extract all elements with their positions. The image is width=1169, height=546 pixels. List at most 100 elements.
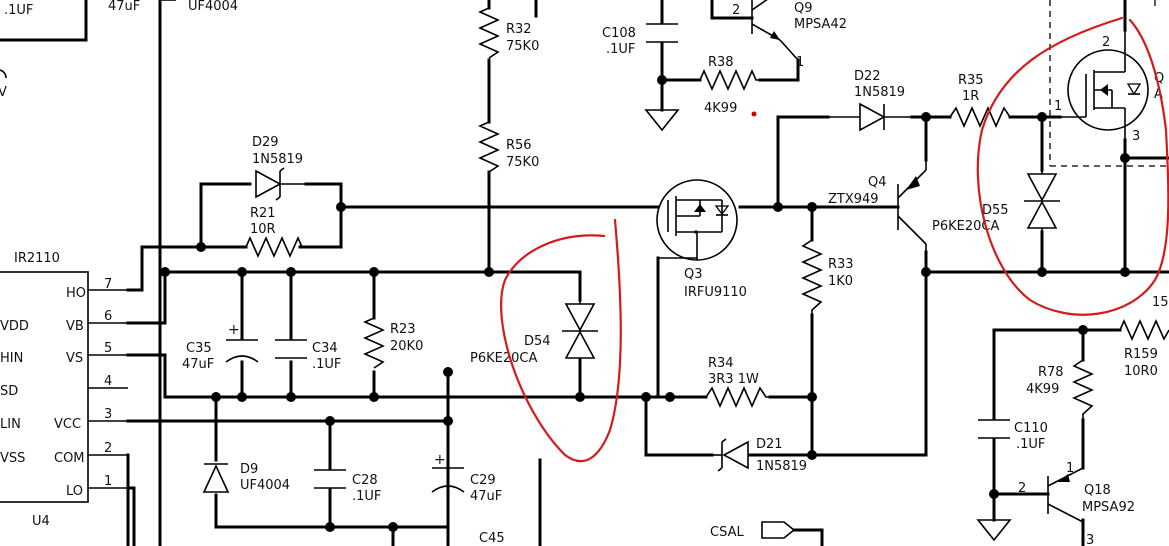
ic-pin-vb: VB [66, 319, 84, 334]
ground-symbol-c108 [644, 109, 680, 132]
c108-ref: C108 [602, 26, 636, 41]
svg-text:+: + [434, 452, 446, 468]
d29-ref: D29 [252, 135, 279, 150]
tvs-d55: D55 P6KE20CA [932, 170, 1060, 234]
d9-part: UF4004 [240, 478, 290, 493]
q-right-pin1: 1 [1054, 99, 1062, 114]
resistor-r32: R32 75K0 [478, 7, 539, 59]
ic-pinnum-4: 4 [104, 374, 112, 389]
ic-pin-com: COM [54, 451, 85, 466]
c35-val: 47uF [182, 357, 214, 372]
ic-pinnum-1: 1 [104, 474, 112, 489]
diode-d21: D21 1N5819 [712, 437, 807, 474]
ic-pin-sd: SD [0, 384, 18, 399]
c45-ref: C45 [479, 531, 505, 546]
ic-pin-vss: VSS [0, 451, 25, 466]
r159-ref: R159 [1124, 347, 1158, 362]
resistor-r38: R38 4K99 [699, 55, 760, 116]
capacitor-c110: C110 .1UF [978, 419, 1048, 452]
c110-val: .1UF [1016, 437, 1045, 452]
r21-val: 10R [250, 222, 276, 237]
d54-part: P6KE20CA [470, 351, 537, 366]
ic-pinnum-2: 2 [104, 441, 112, 456]
d29-part: 1N5819 [252, 152, 303, 167]
svg-text:+: + [228, 322, 240, 338]
c28-val: .1UF [352, 489, 381, 504]
r56-ref: R56 [506, 138, 532, 153]
ic-u4-ir2110: IR2110 U4 HO VB VS VDD HIN SD LIN VCC VS… [0, 251, 128, 529]
r23-ref: R23 [390, 322, 416, 337]
d21-part: 1N5819 [756, 459, 807, 474]
d9-ref: D9 [240, 462, 258, 477]
ic-pinnum-6: 6 [104, 309, 112, 324]
r35-ref: R35 [958, 73, 984, 88]
net-label-csal: CSAL [710, 521, 796, 540]
c108-val: .1UF [606, 42, 635, 57]
d22-part: 1N5819 [854, 85, 905, 100]
red-annotations [500, 16, 1169, 463]
r21-ref: R21 [250, 206, 276, 221]
ic-pin-ho: HO [66, 286, 86, 301]
q-right-pin3: 3 [1132, 129, 1140, 144]
c29-ref: C29 [470, 473, 496, 488]
d22-ref: D22 [854, 69, 881, 84]
r56-val: 75K0 [506, 155, 539, 170]
ic-pin-vcc: VCC [54, 417, 81, 432]
c35-ref: C35 [186, 341, 212, 356]
ic-pin-hin: HIN [0, 351, 23, 366]
d21-ref: D21 [756, 437, 783, 452]
capacitor-c108: C108 .1UF [602, 23, 678, 57]
d-top-value: 47uF [108, 0, 140, 14]
q18-pin3: 3 [1086, 533, 1094, 546]
capacitor-c29: + C29 47uF [431, 452, 502, 504]
ic-pin-lin: LIN [0, 417, 21, 432]
mosfet-q3: Q3 IRFU9110 [656, 179, 747, 300]
q4-ref: Q4 [868, 175, 887, 190]
resistor-r78: R78 4K99 [1026, 359, 1094, 420]
diode-d22: D22 1N5819 [854, 69, 912, 132]
r78-val: 4K99 [1026, 382, 1059, 397]
transistor-q18: 2 1 3 Q18 MPSA92 [1018, 461, 1135, 546]
resistor-r23: R23 20K0 [363, 317, 423, 369]
resistor-r21: R21 10R [245, 206, 303, 258]
q-right-pin2: 2 [1102, 35, 1110, 50]
q18-ref: Q18 [1084, 483, 1111, 498]
left-v-label: V [0, 85, 7, 100]
r78-ref: R78 [1038, 365, 1064, 380]
mosfet-q-right: 1 2 3 Q A [1054, 30, 1164, 144]
q9-pin2: 2 [732, 3, 740, 18]
r33-val: 1K0 [828, 274, 853, 289]
r23-val: 20K0 [390, 339, 423, 354]
ic-pinnum-5: 5 [104, 341, 112, 356]
ground-symbol-c110 [976, 519, 1012, 542]
capacitor-c34: C34 .1UF [275, 339, 341, 372]
resistor-r56: R56 75K0 [478, 121, 539, 173]
resistor-r34: R34 3R3 1W [705, 356, 770, 408]
r32-val: 75K0 [506, 39, 539, 54]
c110-ref: C110 [1014, 421, 1048, 436]
r-right-val: 15 [1152, 295, 1169, 310]
c34-val: .1UF [312, 357, 341, 372]
c29-val: 47uF [470, 489, 502, 504]
c28-ref: C28 [352, 473, 378, 488]
junctions [160, 75, 1130, 532]
red-circle-d55 [976, 16, 1169, 316]
csal-label: CSAL [710, 525, 744, 540]
q9-part: MPSA42 [794, 17, 847, 32]
q18-part: MPSA92 [1082, 500, 1135, 515]
resistor-r35: R35 1R [949, 73, 1011, 128]
r32-ref: R32 [506, 22, 532, 37]
r159-val: 10R0 [1124, 364, 1158, 379]
ic-pin-vs: VS [66, 351, 83, 366]
capacitor-c35: + C35 47uF [182, 322, 259, 372]
q-right-ref: Q [1154, 71, 1164, 86]
ic-pinnum-3: 3 [104, 407, 112, 422]
r35-val: 1R [962, 89, 979, 104]
r38-val: 4K99 [704, 101, 737, 116]
diode-d9: D9 UF4004 [202, 462, 290, 493]
r33-ref: R33 [828, 257, 854, 272]
q9-pin1: 1 [796, 55, 804, 70]
red-circle-d54 [500, 218, 622, 463]
tvs-d54: D54 P6KE20CA [470, 300, 598, 366]
